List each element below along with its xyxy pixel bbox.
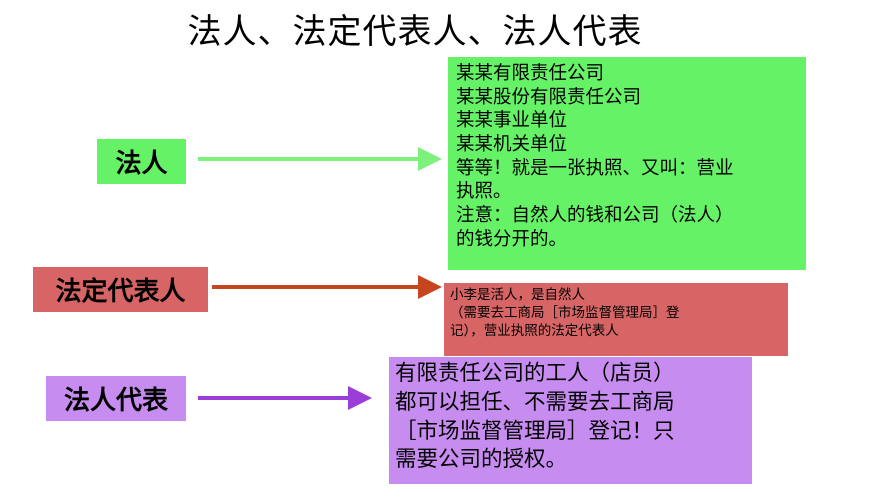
label-legal-representative: 法定代表人: [33, 267, 208, 312]
text-line: 注意：自然人的钱和公司（法人）: [456, 205, 734, 227]
box-legal-person-representative: 有限责任公司的工人（店员） 都可以担任、不需要去工商局 ［市场监督管理局］登记！…: [389, 357, 752, 484]
text-line: 某某股份有限责任公司: [456, 86, 642, 108]
arrow-green: [198, 147, 442, 171]
text-line: 某某事业单位: [456, 110, 568, 132]
text-line: 记），营业执照的法定代表人: [450, 323, 619, 340]
arrow-purple: [198, 386, 372, 410]
text-line: 的钱分开的。: [456, 228, 568, 250]
text-line: 需要公司的授权。: [395, 447, 568, 473]
label-legal-person: 法人: [97, 139, 186, 184]
text-line: 执照。: [456, 181, 512, 203]
box-legal-person: 某某有限责任公司 某某股份有限责任公司 某某事业单位 某某机关单位 等等！就是一…: [448, 57, 806, 270]
text-line: （需要去工商局［市场监督管理局］登: [450, 305, 680, 322]
arrow-red: [212, 275, 442, 299]
label-legal-person-representative: 法人代表: [46, 376, 186, 421]
box-legal-representative: 小李是活人，是自然人 （需要去工商局［市场监督管理局］登 记），营业执照的法定代…: [444, 283, 788, 356]
diagram-title: 法人、法定代表人、法人代表: [187, 12, 643, 52]
text-line: 有限责任公司的工人（店员）: [395, 361, 675, 386]
text-line: 小李是活人，是自然人: [450, 287, 585, 303]
text-line: ［市场监督管理局］登记！只: [395, 418, 675, 444]
text-line: 某某有限责任公司: [456, 63, 605, 84]
text-line: 都可以担任、不需要去工商局: [395, 389, 675, 415]
text-line: 某某机关单位: [456, 134, 568, 156]
text-line: 等等！就是一张执照、又叫：营业: [456, 157, 734, 179]
